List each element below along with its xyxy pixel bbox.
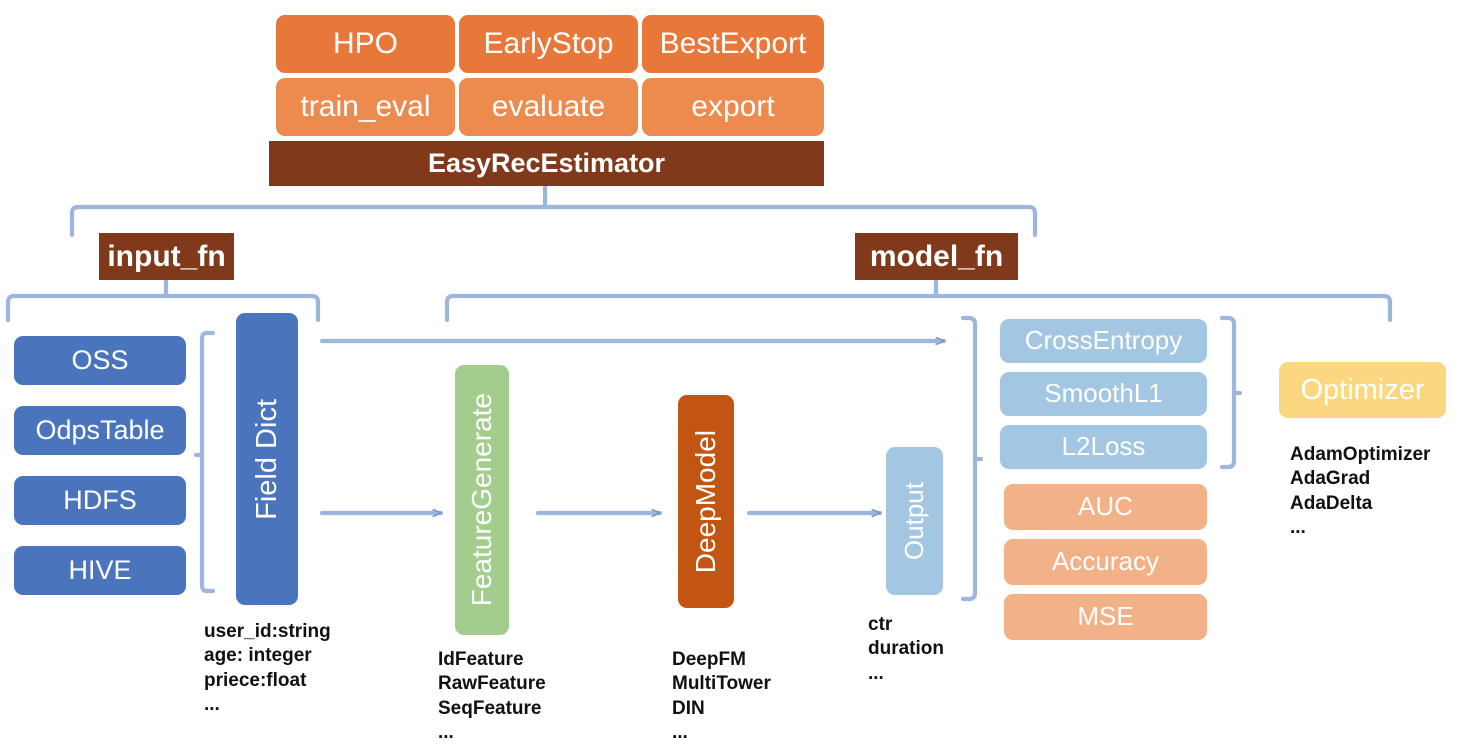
field-dict-caption: user_id:string age: integer priece:float…	[204, 621, 331, 715]
field-dict-box[interactable]: Field Dict	[236, 313, 298, 605]
loss-crossentropy[interactable]: CrossEntropy	[1000, 319, 1207, 363]
model-fn-bracket	[444, 293, 1393, 323]
datasource-odpstable[interactable]: OdpsTable	[14, 406, 186, 455]
hpo-box[interactable]: HPO	[276, 15, 455, 73]
metric-label: AUC	[1078, 491, 1133, 522]
train-eval-label: train_eval	[300, 90, 431, 124]
datasource-oss[interactable]: OSS	[14, 336, 186, 385]
evaluate-label: evaluate	[491, 90, 606, 124]
output-caption: ctr duration ...	[868, 614, 944, 684]
hpo-label: HPO	[332, 27, 398, 61]
top-bracket	[69, 204, 1038, 238]
optimizer-caption: AdamOptimizer AdaGrad AdaDelta ...	[1290, 444, 1431, 538]
loss-label: L2Loss	[1061, 431, 1146, 462]
datasource-label: HDFS	[63, 485, 137, 516]
datasource-hive[interactable]: HIVE	[14, 546, 186, 595]
output-box[interactable]: Output	[886, 447, 943, 595]
loss-l2loss[interactable]: L2Loss	[1000, 425, 1207, 469]
metric-accuracy[interactable]: Accuracy	[1004, 539, 1207, 585]
deep-model-caption: DeepFM MultiTower DIN ...	[672, 649, 771, 743]
deep-model-label: DeepModel	[690, 429, 722, 574]
easyrecestimator-label: EasyRecEstimator	[427, 148, 666, 179]
optimizer-label: Optimizer	[1300, 373, 1425, 406]
datasource-hdfs[interactable]: HDFS	[14, 476, 186, 525]
input-fn-label: input_fn	[107, 239, 226, 273]
loss-bracket	[1219, 315, 1243, 470]
loss-label: CrossEntropy	[1024, 325, 1183, 356]
input-fn-box[interactable]: input_fn	[99, 233, 234, 280]
output-group-bracket	[960, 315, 984, 602]
evaluate-box[interactable]: evaluate	[459, 78, 638, 136]
feature-generate-box[interactable]: FeatureGenerate	[455, 365, 509, 635]
loss-label: SmoothL1	[1044, 378, 1163, 409]
metric-label: MSE	[1077, 601, 1134, 632]
metric-mse[interactable]: MSE	[1004, 594, 1207, 640]
field-dict-label: Field Dict	[250, 398, 283, 520]
earlystop-label: EarlyStop	[483, 27, 614, 61]
bestexport-box[interactable]: BestExport	[642, 15, 824, 73]
easyrecestimator-box[interactable]: EasyRecEstimator	[269, 141, 824, 186]
datasource-label: HIVE	[68, 555, 132, 586]
deep-model-box[interactable]: DeepModel	[678, 395, 734, 608]
data-sources-bracket	[193, 330, 216, 594]
output-label: Output	[898, 481, 929, 561]
earlystop-box[interactable]: EarlyStop	[459, 15, 638, 73]
export-label: export	[691, 90, 775, 124]
model-fn-box[interactable]: model_fn	[855, 233, 1018, 280]
metric-label: Accuracy	[1052, 546, 1159, 577]
metric-auc[interactable]: AUC	[1004, 484, 1207, 530]
model-fn-label: model_fn	[869, 239, 1004, 273]
bestexport-label: BestExport	[659, 27, 807, 61]
datasource-label: OdpsTable	[35, 415, 165, 446]
loss-smoothl1[interactable]: SmoothL1	[1000, 372, 1207, 416]
feature-generate-caption: IdFeature RawFeature SeqFeature ...	[438, 649, 546, 743]
optimizer-box[interactable]: Optimizer	[1279, 362, 1446, 418]
train-eval-box[interactable]: train_eval	[276, 78, 455, 136]
datasource-label: OSS	[71, 345, 129, 376]
export-box[interactable]: export	[642, 78, 824, 136]
feature-generate-label: FeatureGenerate	[466, 393, 498, 607]
